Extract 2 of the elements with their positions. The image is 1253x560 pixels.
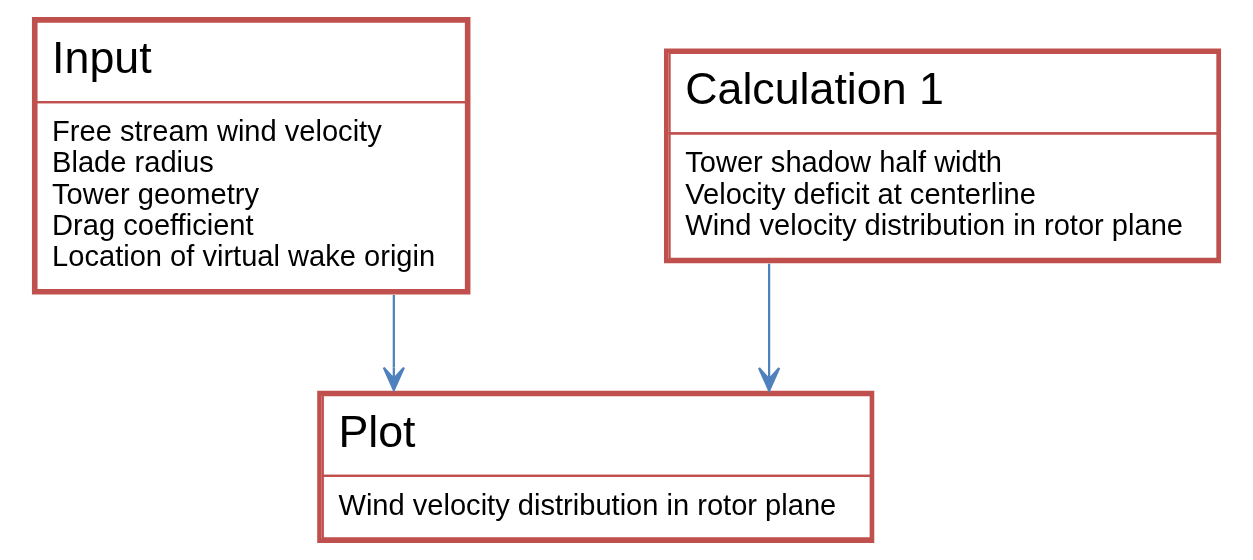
arrow	[757, 263, 781, 392]
arrow	[382, 294, 405, 392]
